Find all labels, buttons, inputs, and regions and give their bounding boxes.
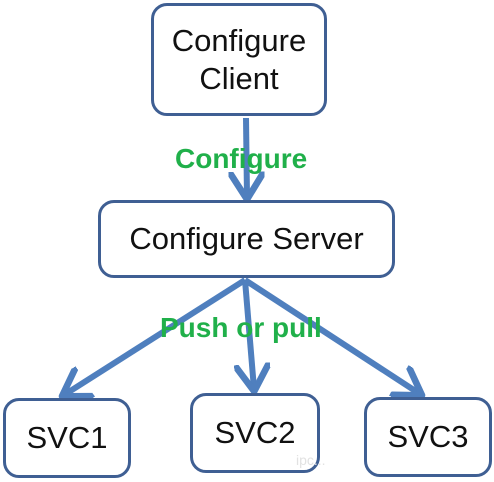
configure-client-label-line2: Client [199,60,279,96]
configure-edge-label: Configure [175,143,308,174]
configure-server-label: Configure Server [129,221,364,257]
arrow-server-to-svc3 [243,277,420,394]
svc2-label: SVC2 [214,415,296,451]
push-or-pull-edge-label: Push or pull [160,312,322,343]
configure-client-label-line1: Configure [171,23,307,59]
svc1-node: SVC1 [3,398,131,478]
arrow-server-to-svc2 [245,279,254,389]
watermark-text: ipc... [296,452,326,468]
svc3-node: SVC3 [364,397,492,477]
svc2-node: SVC2 [190,393,320,473]
configure-server-node: Configure Server [98,200,395,278]
arrow-server-to-svc1 [64,277,247,395]
svc1-label: SVC1 [26,420,108,456]
configure-client-node: Configure Client [151,3,327,116]
svc3-label: SVC3 [387,419,469,455]
arrow-client-to-server [246,117,247,197]
